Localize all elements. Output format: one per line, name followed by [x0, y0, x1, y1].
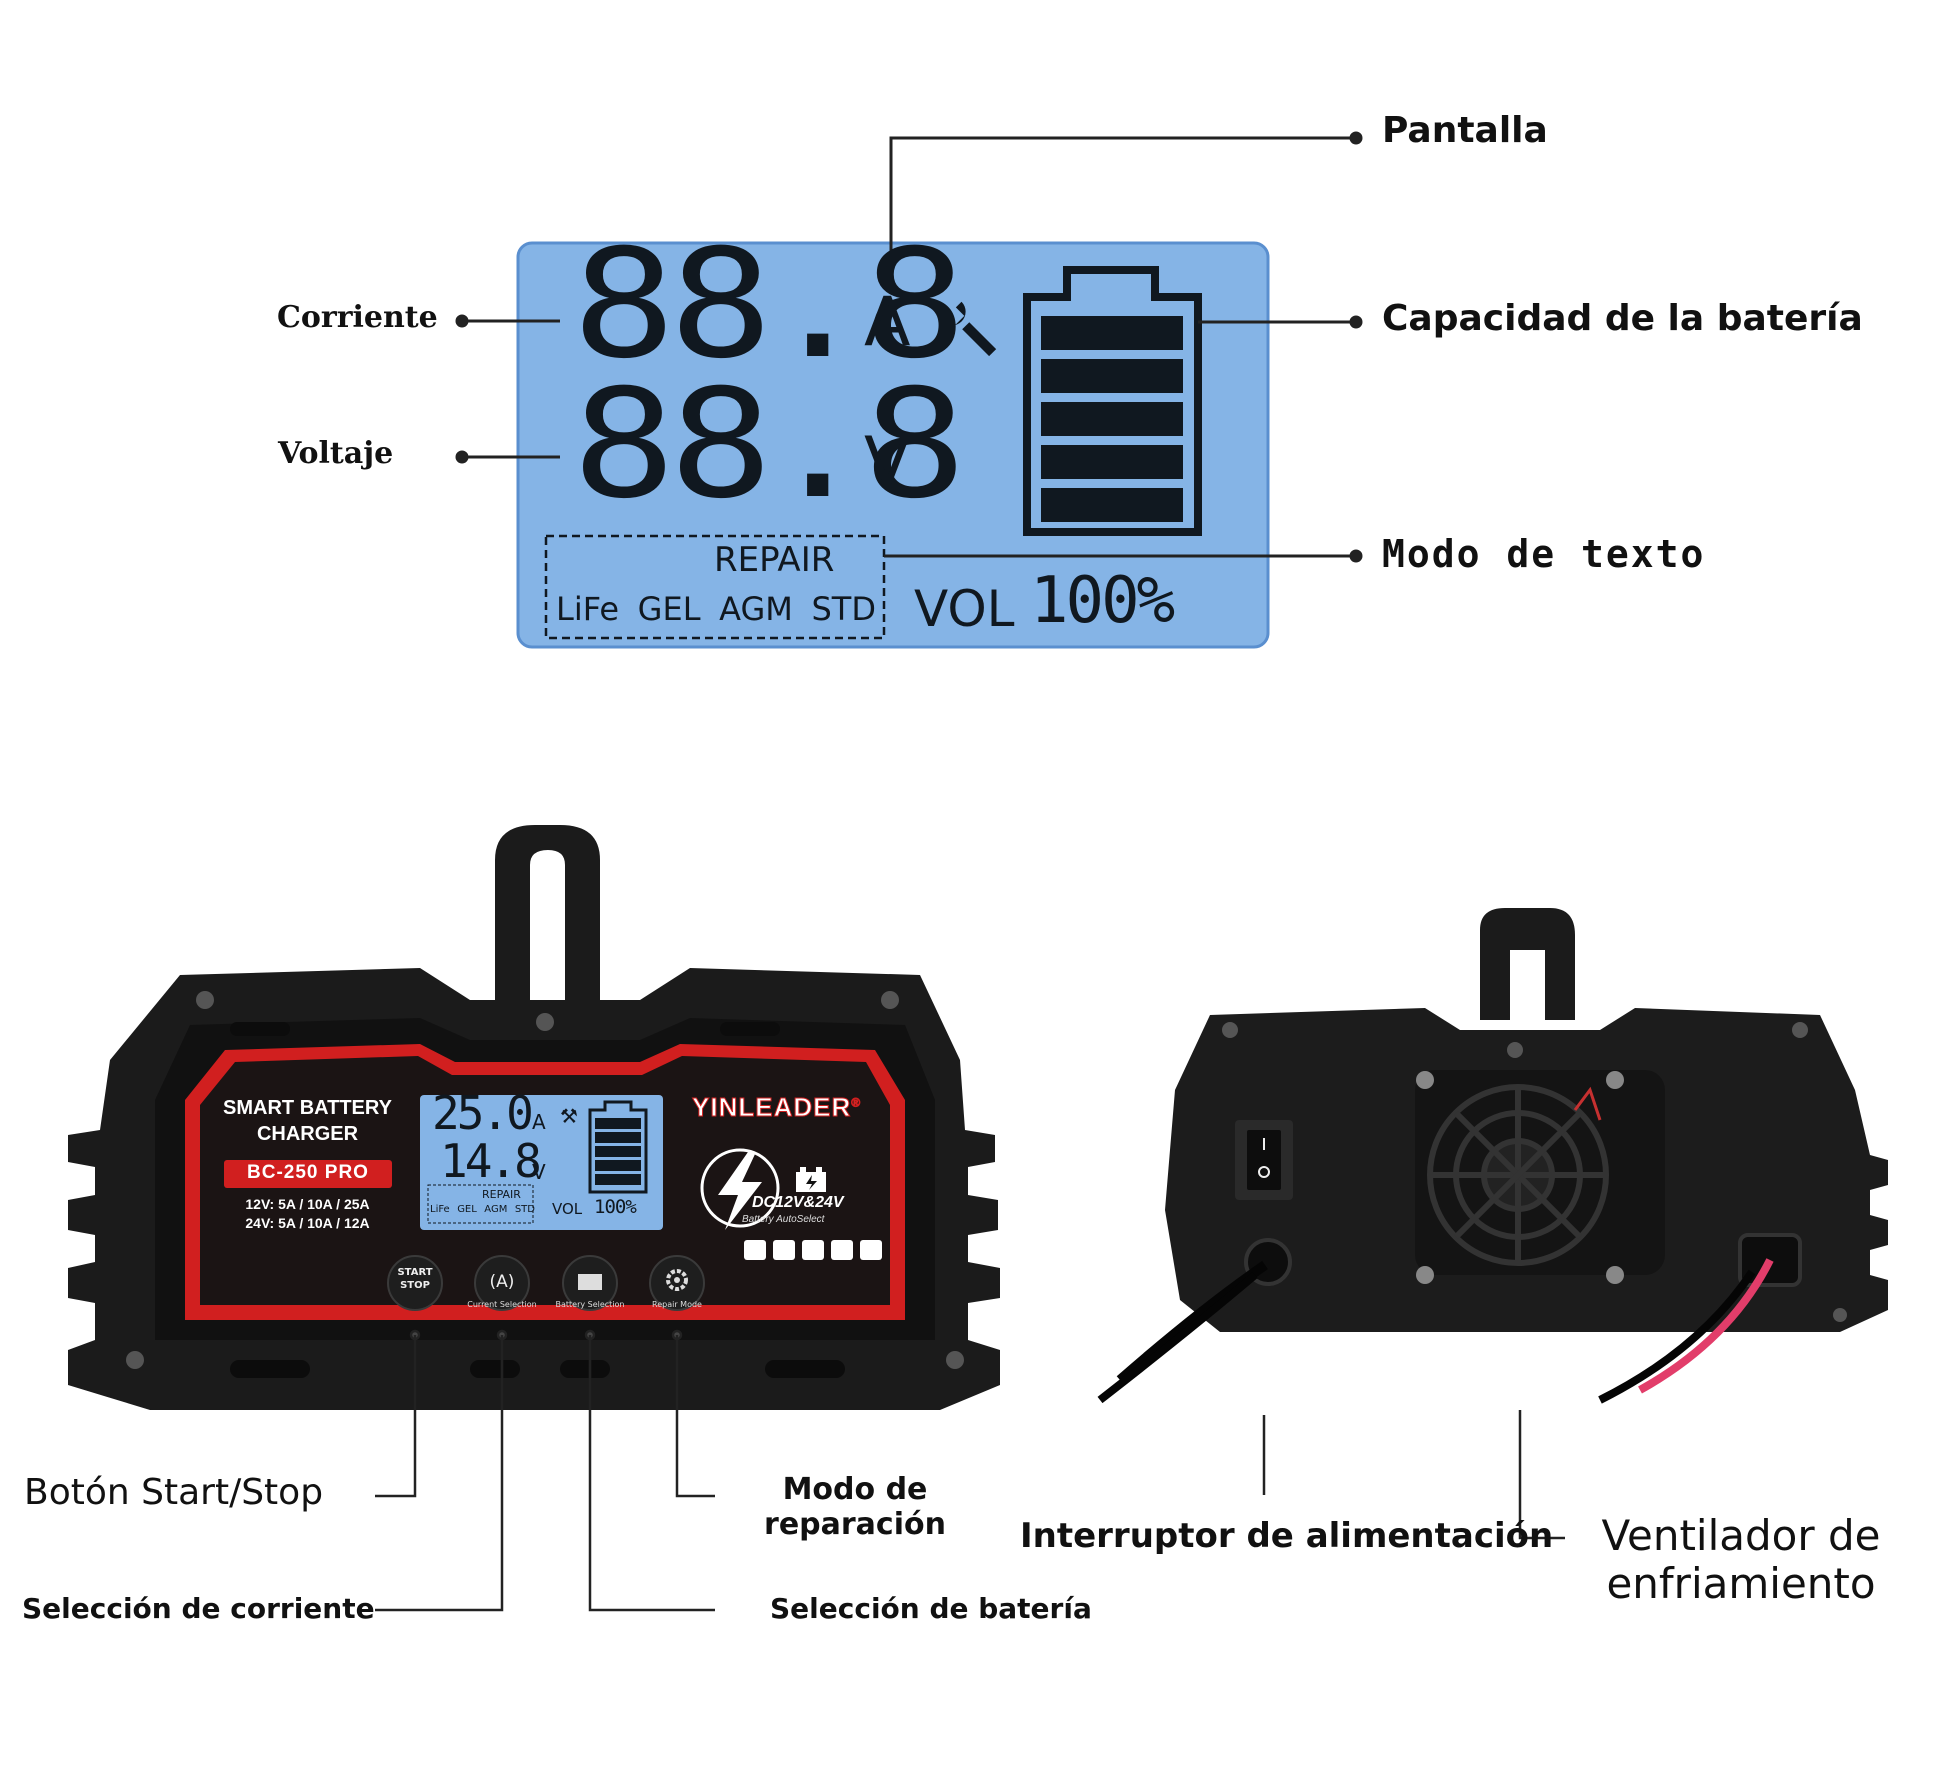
- charger-spec-12v: 12V: 5A / 10A / 25A: [245, 1196, 370, 1212]
- lcd-display-diagram: [455, 131, 1363, 649]
- charger-model: BC-250 PRO: [247, 1162, 369, 1183]
- bolt-icon: [700, 1148, 780, 1230]
- mini-lcd-current-unit: A: [532, 1110, 546, 1134]
- mini-lcd-mode-gel: GEL: [457, 1204, 477, 1215]
- lcd-mode-std: STD: [811, 590, 876, 628]
- label-seleccion-bateria: Selección de batería: [770, 1592, 1092, 1625]
- mini-lcd-mode-std: STD: [514, 1204, 535, 1215]
- mini-lcd-mode-life: LiFe: [430, 1204, 450, 1215]
- wrench-icon: [941, 301, 997, 357]
- label-corriente: Corriente: [277, 300, 438, 335]
- label-modo-reparacion-2: reparación: [764, 1507, 946, 1542]
- mode-box: [544, 534, 886, 640]
- charger-title-1: SMART BATTERY: [223, 1097, 392, 1119]
- power-switch-icon[interactable]: [1235, 1120, 1293, 1200]
- label-capacidad: Capacidad de la batería: [1382, 298, 1863, 339]
- dc-label: DC12V&24V: [752, 1194, 844, 1211]
- lcd-mode-life: LiFe: [556, 590, 620, 628]
- start-stop-button[interactable]: [387, 1255, 443, 1311]
- label-modo-texto: Modo de texto: [1382, 532, 1706, 576]
- screws: [126, 991, 964, 1369]
- label-ventilador-1: Ventilador de: [1601, 1511, 1881, 1560]
- model-badge: [224, 1160, 392, 1188]
- label-interruptor: Interruptor de alimentación: [1020, 1516, 1554, 1556]
- battery-small-icon: [796, 1167, 826, 1192]
- leader-lines: [455, 131, 1363, 563]
- control-buttons: [387, 1255, 705, 1311]
- start-stop-label-2: STOP: [400, 1280, 430, 1291]
- brand-logo: YINLEADER®: [691, 1092, 862, 1123]
- lcd-mode-list: LiFe GEL AGM STD: [556, 590, 876, 628]
- label-pantalla: Pantalla: [1382, 110, 1548, 151]
- mini-lcd-vol: VOL: [552, 1200, 583, 1218]
- mini-lcd-modes: LiFe GEL AGM STD: [430, 1204, 535, 1215]
- lcd-voltage-value: 88.8: [572, 358, 967, 532]
- battery-icon: [1023, 266, 1202, 536]
- charger-spec-24v: 24V: 5A / 10A / 12A: [245, 1215, 370, 1231]
- label-boton-start: Botón Start/Stop: [24, 1472, 324, 1513]
- auto-select-label: Battery AutoSelect: [742, 1214, 825, 1225]
- label-modo-reparacion: Modo de reparación: [760, 1472, 950, 1542]
- lcd-vol-label: VOL: [914, 580, 1015, 638]
- charger-title-2: CHARGER: [256, 1123, 359, 1145]
- lcd-repair-label: REPAIR: [714, 540, 835, 580]
- gear-icon: [666, 1269, 688, 1291]
- start-stop-label-1: START: [397, 1267, 433, 1278]
- lcd-current-value: 88.8: [572, 218, 967, 392]
- brand-mark: ®: [851, 1095, 862, 1110]
- repair-mode-label: Repair Mode: [652, 1300, 702, 1309]
- lcd-current-unit: A: [864, 283, 911, 362]
- current-button-icon: (A): [489, 1272, 515, 1292]
- charger-back: [1097, 908, 1888, 1404]
- charger-front: [68, 825, 1000, 1410]
- lcd-mode-agm: AGM: [719, 590, 793, 628]
- mini-lcd-percent: 100%: [594, 1196, 637, 1218]
- vehicle-icons: [744, 1240, 882, 1260]
- mini-lcd-voltage: 14.8: [440, 1134, 542, 1188]
- label-voltaje: Voltaje: [278, 436, 394, 471]
- label-modo-reparacion-1: Modo de: [782, 1472, 928, 1507]
- mini-lcd-current: 25.0: [432, 1086, 534, 1140]
- battery-selection-label: Battery Selection: [555, 1300, 625, 1309]
- carry-handle: [495, 825, 600, 1000]
- current-selection-label: Current Selection: [467, 1300, 537, 1309]
- lcd-percent: 100%: [1030, 564, 1175, 638]
- lcd-voltage-unit: V: [864, 423, 911, 502]
- mini-lcd-mode-agm: AGM: [484, 1204, 508, 1215]
- mini-battery-icon: [588, 1100, 648, 1194]
- brand-name: YINLEADER: [691, 1092, 852, 1123]
- battery-button-icon: [578, 1274, 602, 1290]
- mini-lcd-repair: REPAIR: [482, 1188, 521, 1201]
- label-seleccion-corriente: Selección de corriente: [22, 1592, 375, 1625]
- wrench-icon-small: ⚒: [560, 1104, 578, 1128]
- lower-leader-lines: [375, 1329, 1565, 1612]
- fan-icon: [1415, 1070, 1665, 1284]
- label-ventilador-2: enfriamiento: [1606, 1559, 1876, 1608]
- mini-lcd-voltage-unit: V: [532, 1160, 546, 1184]
- current-selection-button[interactable]: [474, 1255, 530, 1311]
- lcd-mode-gel: GEL: [637, 590, 701, 628]
- label-ventilador: Ventilador de enfriamiento: [1586, 1512, 1896, 1608]
